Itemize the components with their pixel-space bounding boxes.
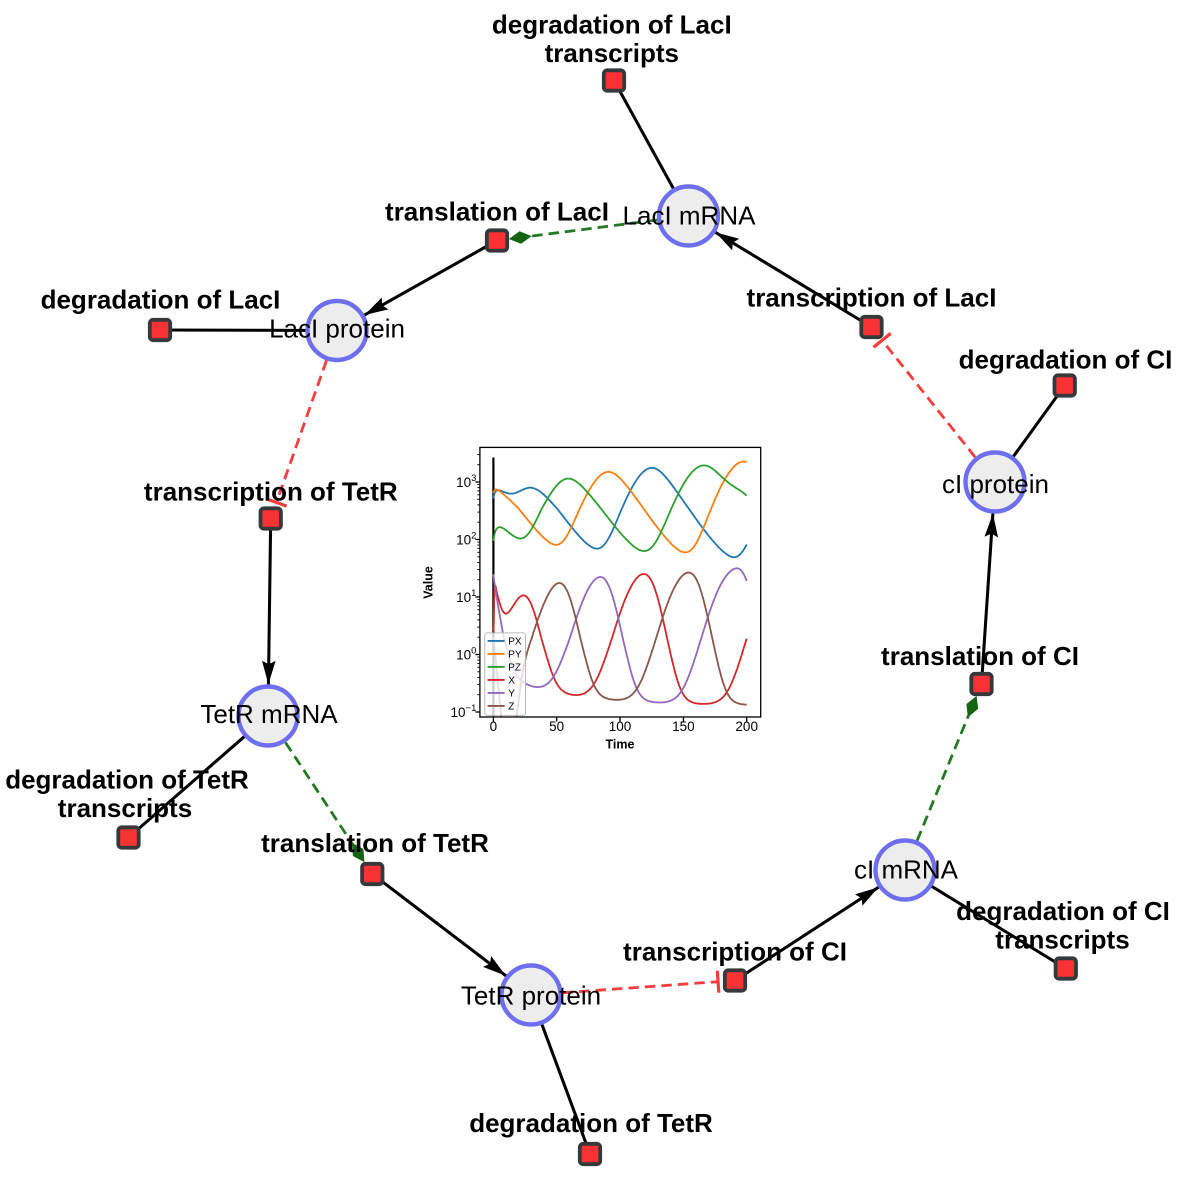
svg-text:transcription of LacI: transcription of LacI [747, 283, 997, 313]
svg-text:degradation of LacI: degradation of LacI [492, 10, 732, 40]
svg-text:degradation of LacI: degradation of LacI [41, 285, 281, 315]
svg-text:0: 0 [490, 719, 498, 734]
svg-text:TetR protein: TetR protein [461, 981, 601, 1011]
svg-text:transcription of CI: transcription of CI [623, 937, 847, 967]
svg-text:transcription of TetR: transcription of TetR [144, 477, 398, 507]
svg-text:200: 200 [735, 719, 758, 734]
svg-text:degradation of CI: degradation of CI [959, 345, 1173, 375]
svg-text:Y: Y [508, 688, 515, 699]
svg-text:Z: Z [508, 701, 514, 712]
svg-text:transcripts: transcripts [545, 38, 679, 68]
svg-text:translation of LacI: translation of LacI [385, 197, 609, 227]
svg-text:transcripts: transcripts [58, 793, 192, 823]
svg-text:100: 100 [609, 719, 632, 734]
svg-text:150: 150 [672, 719, 695, 734]
svg-text:PZ: PZ [508, 662, 521, 673]
svg-text:Time: Time [606, 738, 635, 752]
svg-text:degradation of TetR: degradation of TetR [469, 1108, 713, 1138]
svg-text:transcripts: transcripts [995, 925, 1129, 955]
svg-text:X: X [508, 675, 515, 686]
svg-text:PX: PX [508, 636, 522, 647]
svg-text:cI mRNA: cI mRNA [854, 855, 959, 885]
svg-text:Value: Value [422, 566, 436, 599]
svg-text:degradation of TetR: degradation of TetR [5, 765, 249, 795]
svg-text:PY: PY [508, 649, 522, 660]
svg-text:50: 50 [549, 719, 564, 734]
svg-text:LacI mRNA: LacI mRNA [623, 201, 757, 231]
svg-text:LacI protein: LacI protein [269, 314, 405, 344]
svg-text:degradation of CI: degradation of CI [956, 896, 1170, 926]
svg-text:translation of CI: translation of CI [881, 641, 1079, 671]
svg-text:translation of TetR: translation of TetR [261, 828, 489, 858]
svg-text:TetR mRNA: TetR mRNA [200, 699, 338, 729]
svg-text:cI protein: cI protein [942, 469, 1049, 499]
